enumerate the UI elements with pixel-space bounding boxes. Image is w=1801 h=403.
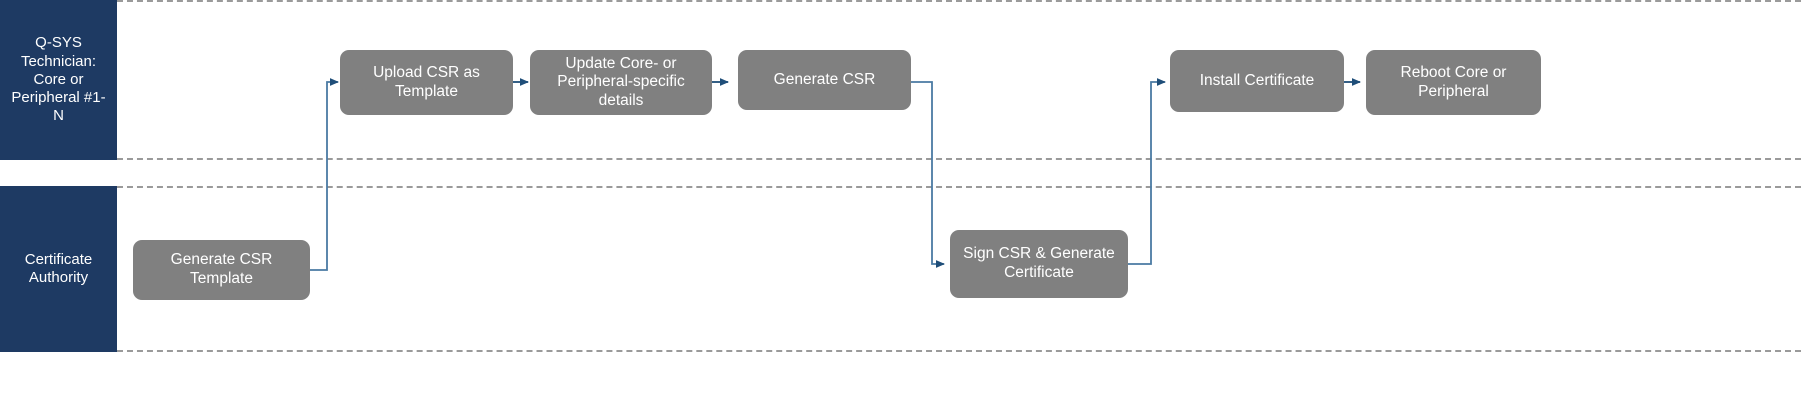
lane-technician-body [117, 0, 1801, 160]
node-upload-csr-as-template[interactable]: Upload CSR as Template [340, 50, 513, 115]
lane-certificate-authority-label: Certificate Authority [0, 186, 117, 352]
node-generate-csr[interactable]: Generate CSR [738, 50, 911, 110]
lane-technician-label: Q-SYS Technician: Core or Peripheral #1-… [0, 0, 117, 160]
node-update-core-peripheral-details[interactable]: Update Core- or Peripheral-specific deta… [530, 50, 712, 115]
connector-generate-csr-to-sign-csr [911, 81, 945, 268]
node-generate-csr-template[interactable]: Generate CSR Template [133, 240, 310, 300]
connector-generate-template-to-upload [310, 78, 339, 271]
node-sign-csr-generate-certificate[interactable]: Sign CSR & Generate Certificate [950, 230, 1128, 298]
node-reboot-core-or-peripheral[interactable]: Reboot Core or Peripheral [1366, 50, 1541, 115]
connector-sign-csr-to-install [1128, 78, 1166, 265]
node-install-certificate[interactable]: Install Certificate [1170, 50, 1344, 112]
lane-certificate-authority-body [117, 186, 1801, 352]
